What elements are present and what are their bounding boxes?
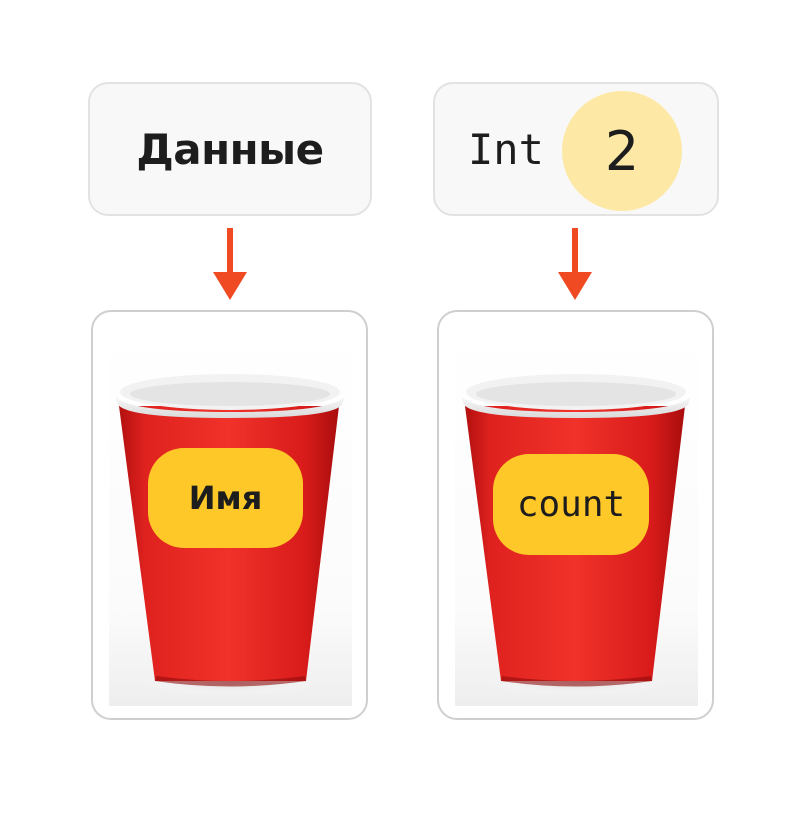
arrow-down-icon [558, 228, 592, 300]
data-title: Данные [136, 124, 324, 174]
variable-card: count [437, 310, 714, 720]
variable-name-label: Имя [148, 448, 303, 548]
type-name: Int [468, 124, 544, 174]
value-circle: 2 [562, 91, 682, 211]
arrow-down-icon [213, 228, 247, 300]
data-box: Данные [88, 82, 372, 216]
variable-name-label: count [493, 454, 649, 555]
type-box: Int 2 [433, 82, 719, 216]
variable-card: Имя [91, 310, 368, 720]
